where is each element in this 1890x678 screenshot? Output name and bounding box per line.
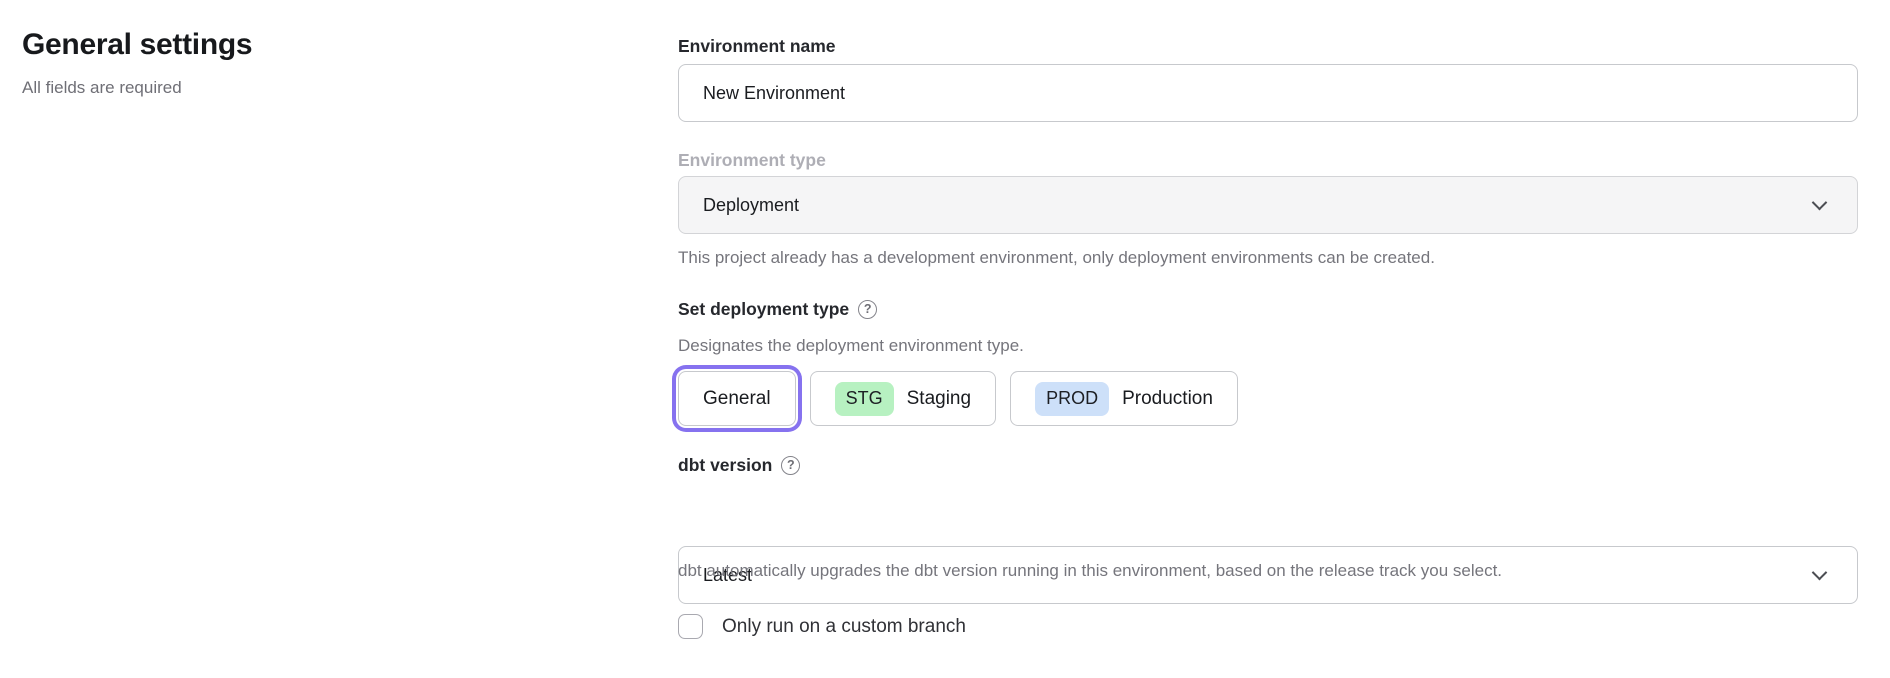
deployment-type-label: Set deployment type (678, 297, 849, 321)
chevron-down-icon (1812, 195, 1828, 211)
help-icon[interactable]: ? (781, 456, 800, 475)
production-badge: PROD (1035, 382, 1109, 416)
deployment-type-option-label: General (703, 388, 771, 410)
deployment-type-option-staging[interactable]: STG Staging (810, 371, 996, 426)
deployment-type-label-row: Set deployment type ? (678, 297, 877, 321)
deployment-type-option-general[interactable]: General (678, 371, 796, 426)
environment-type-label: Environment type (678, 148, 826, 172)
page-subtitle: All fields are required (22, 78, 252, 98)
dbt-version-label: dbt version (678, 453, 772, 477)
dbt-version-helper: dbt automatically upgrades the dbt versi… (678, 559, 1502, 583)
deployment-type-option-label: Production (1122, 388, 1213, 410)
deployment-type-option-production[interactable]: PROD Production (1010, 371, 1238, 426)
chevron-down-icon (1812, 565, 1828, 581)
page-title: General settings (22, 28, 252, 62)
page-header: General settings All fields are required (22, 28, 252, 98)
environment-type-helper: This project already has a development e… (678, 246, 1435, 270)
custom-branch-label[interactable]: Only run on a custom branch (722, 616, 966, 638)
environment-name-input[interactable] (678, 64, 1858, 122)
environment-name-label: Environment name (678, 34, 836, 58)
deployment-type-helper: Designates the deployment environment ty… (678, 334, 1024, 358)
deployment-type-options: General STG Staging PROD Production (678, 371, 1238, 426)
custom-branch-row: Only run on a custom branch (678, 614, 966, 639)
custom-branch-checkbox[interactable] (678, 614, 703, 639)
help-icon[interactable]: ? (858, 300, 877, 319)
environment-type-select[interactable]: Deployment (678, 176, 1858, 234)
staging-badge: STG (835, 382, 894, 416)
deployment-type-option-label: Staging (907, 388, 971, 410)
environment-form: Environment name Environment type Deploy… (678, 0, 1858, 116)
environment-type-value: Deployment (703, 195, 799, 216)
dbt-version-label-row: dbt version ? (678, 453, 800, 477)
